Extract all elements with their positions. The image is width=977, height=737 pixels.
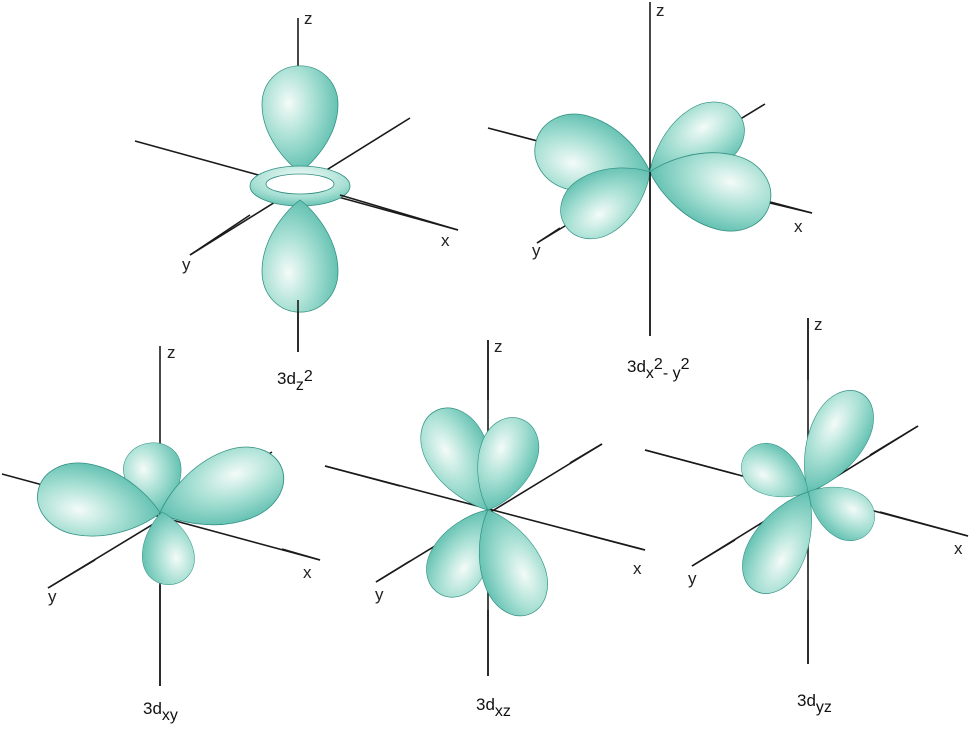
- x-axis-label: x: [303, 563, 312, 582]
- z-axis-label: z: [656, 1, 665, 20]
- orbital-dyz: z x y 3dyz: [644, 315, 969, 716]
- orbital-label: 3dz2: [277, 368, 313, 394]
- x-axis-label: x: [954, 539, 963, 558]
- x-axis-label: x: [633, 559, 642, 578]
- orbital-label: 3dx2- y2: [627, 356, 690, 382]
- orbital-dxy: z x y 3dxy: [1, 343, 321, 724]
- orbital-label: 3dxy: [143, 699, 178, 724]
- y-axis-label: y: [48, 587, 57, 606]
- y-axis-label: y: [182, 255, 191, 274]
- z-axis-label: z: [167, 343, 176, 362]
- z-axis-label: z: [814, 315, 823, 334]
- orbital-label: 3dyz: [797, 691, 832, 716]
- lobe-upper: [261, 65, 339, 173]
- orbital-dz2: z x y 3dz2: [134, 9, 459, 394]
- orbital-label: 3dxz: [476, 695, 511, 720]
- y-axis-label: y: [688, 569, 697, 588]
- x-axis-label: x: [794, 217, 803, 236]
- lobe-lower: [261, 199, 339, 313]
- y-axis-label: y: [375, 585, 384, 604]
- orbital-dx2-y2: z x y 3dx2- y2: [487, 1, 813, 382]
- torus-hole: [265, 173, 335, 195]
- y-axis-label: y: [532, 241, 541, 260]
- x-axis-label: x: [441, 231, 450, 250]
- z-axis-label: z: [494, 337, 503, 356]
- z-axis-label: z: [304, 9, 313, 28]
- orbital-dxz: z x y 3dxz: [324, 337, 646, 720]
